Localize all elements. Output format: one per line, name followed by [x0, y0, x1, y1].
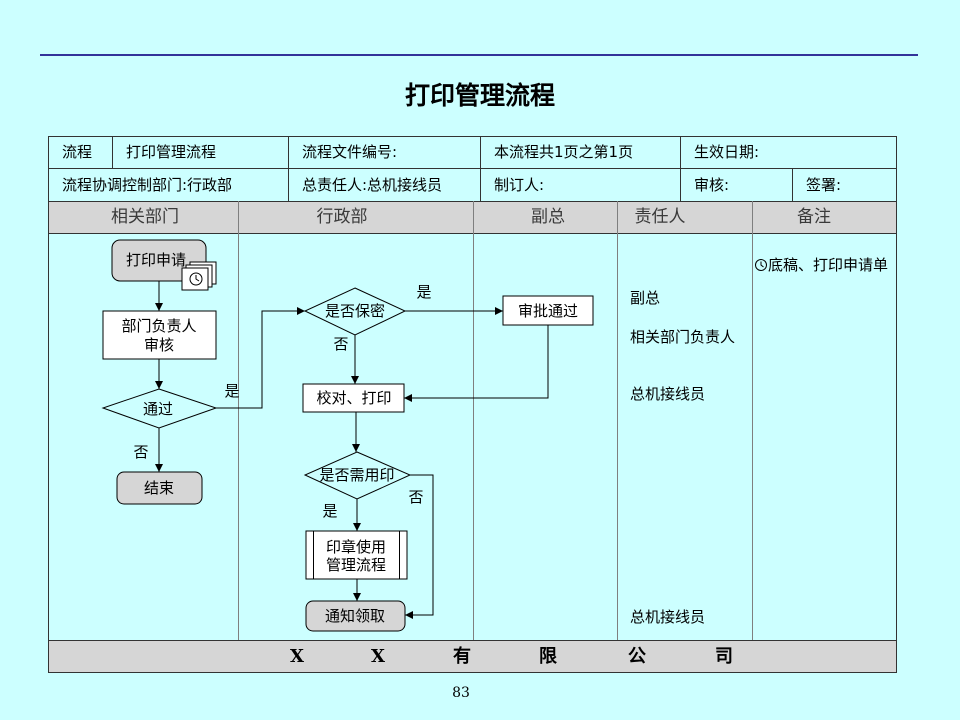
page-title: 打印管理流程 — [404, 81, 555, 110]
lane-header-remarks: 备注 — [797, 207, 831, 227]
approved-label: 审批通过 — [518, 302, 578, 320]
remarks-text: 底稿、打印申请单 — [768, 256, 888, 274]
footer-char: 有 — [453, 646, 471, 667]
arrow-approved-to-proofread — [404, 325, 549, 402]
notify-pickup-node — [305, 600, 406, 632]
connectors — [155, 281, 549, 619]
lane-dividers — [238, 201, 753, 640]
lane-header-row: 相关部门 行政部 副总 责任人 备注 — [48, 201, 897, 234]
confidential-decision-label: 是否保密 — [325, 302, 385, 320]
footer-char: X — [290, 646, 304, 667]
lane-header-admin: 行政部 — [316, 207, 368, 227]
edge-label-no: 否 — [408, 488, 423, 506]
clock-icon — [755, 259, 767, 271]
footer-char: 司 — [715, 646, 733, 667]
seal-decision-node — [303, 451, 412, 500]
dept-review-label-line2: 审核 — [144, 336, 174, 354]
document-clock-icon — [181, 261, 217, 291]
seal-process-node — [305, 530, 408, 580]
pass-decision-label: 通过 — [143, 400, 173, 418]
seal-process-label-line1: 印章使用 — [326, 538, 386, 556]
responsible-item: 总机接线员 — [630, 608, 705, 626]
seal-process-label-line2: 管理流程 — [326, 556, 386, 574]
responsible-item: 相关部门负责人 — [630, 328, 735, 346]
proofread-print-label: 校对、打印 — [316, 389, 391, 407]
print-request-label: 打印申请 — [126, 251, 186, 269]
footer-char: 公 — [628, 646, 646, 667]
end-node — [116, 471, 203, 505]
proofread-print-node — [302, 383, 405, 413]
edge-label-yes: 是 — [322, 502, 337, 520]
notify-pickup-label: 通知领取 — [325, 607, 385, 625]
clock-icon-hands — [760, 261, 764, 268]
responsible-item: 副总 — [630, 289, 660, 307]
footer-char: X — [371, 646, 385, 667]
company-footer: X X 有 限 公 司 — [48, 640, 897, 673]
confidential-decision-node — [303, 287, 407, 336]
end-label: 结束 — [144, 479, 174, 497]
dept-review-label-line1: 部门负责人 — [121, 317, 196, 335]
footer-char: 限 — [539, 646, 557, 667]
responsible-item: 总机接线员 — [630, 385, 705, 403]
icon-clock-hands — [195, 275, 200, 282]
edge-label-no: 否 — [333, 335, 348, 353]
edge-label-yes: 是 — [224, 382, 239, 400]
edge-label-yes: 是 — [416, 283, 431, 301]
lane-header-related-dept: 相关部门 — [111, 207, 179, 227]
arrow-seal-no-to-notify — [405, 474, 434, 619]
pass-decision-node — [101, 388, 218, 429]
lane-header-responsible: 责任人 — [634, 207, 686, 227]
page-number: 83 — [452, 685, 470, 701]
edge-label-no: 否 — [133, 443, 148, 461]
arrow-pass-yes-to-confidential — [216, 307, 305, 409]
lane-header-vp: 副总 — [531, 207, 565, 227]
approved-node — [502, 295, 594, 326]
top-rule — [40, 54, 918, 56]
dept-review-node — [102, 310, 217, 360]
clock-icon-face — [755, 259, 767, 271]
seal-decision-label: 是否需用印 — [319, 466, 394, 484]
